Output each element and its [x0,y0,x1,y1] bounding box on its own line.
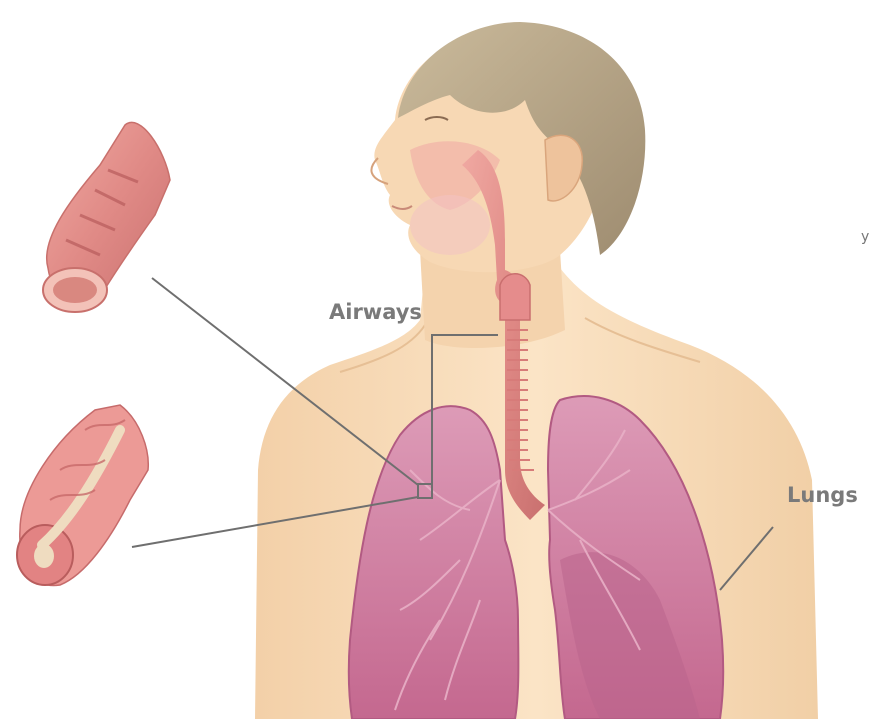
head [371,22,645,272]
normal-airway-illustration [43,122,170,312]
airways-label: Airways [329,300,422,324]
lungs-label: Lungs [787,483,858,507]
inflamed-airway-illustration [17,405,148,586]
cut-off-text-fragment: y [861,229,869,245]
